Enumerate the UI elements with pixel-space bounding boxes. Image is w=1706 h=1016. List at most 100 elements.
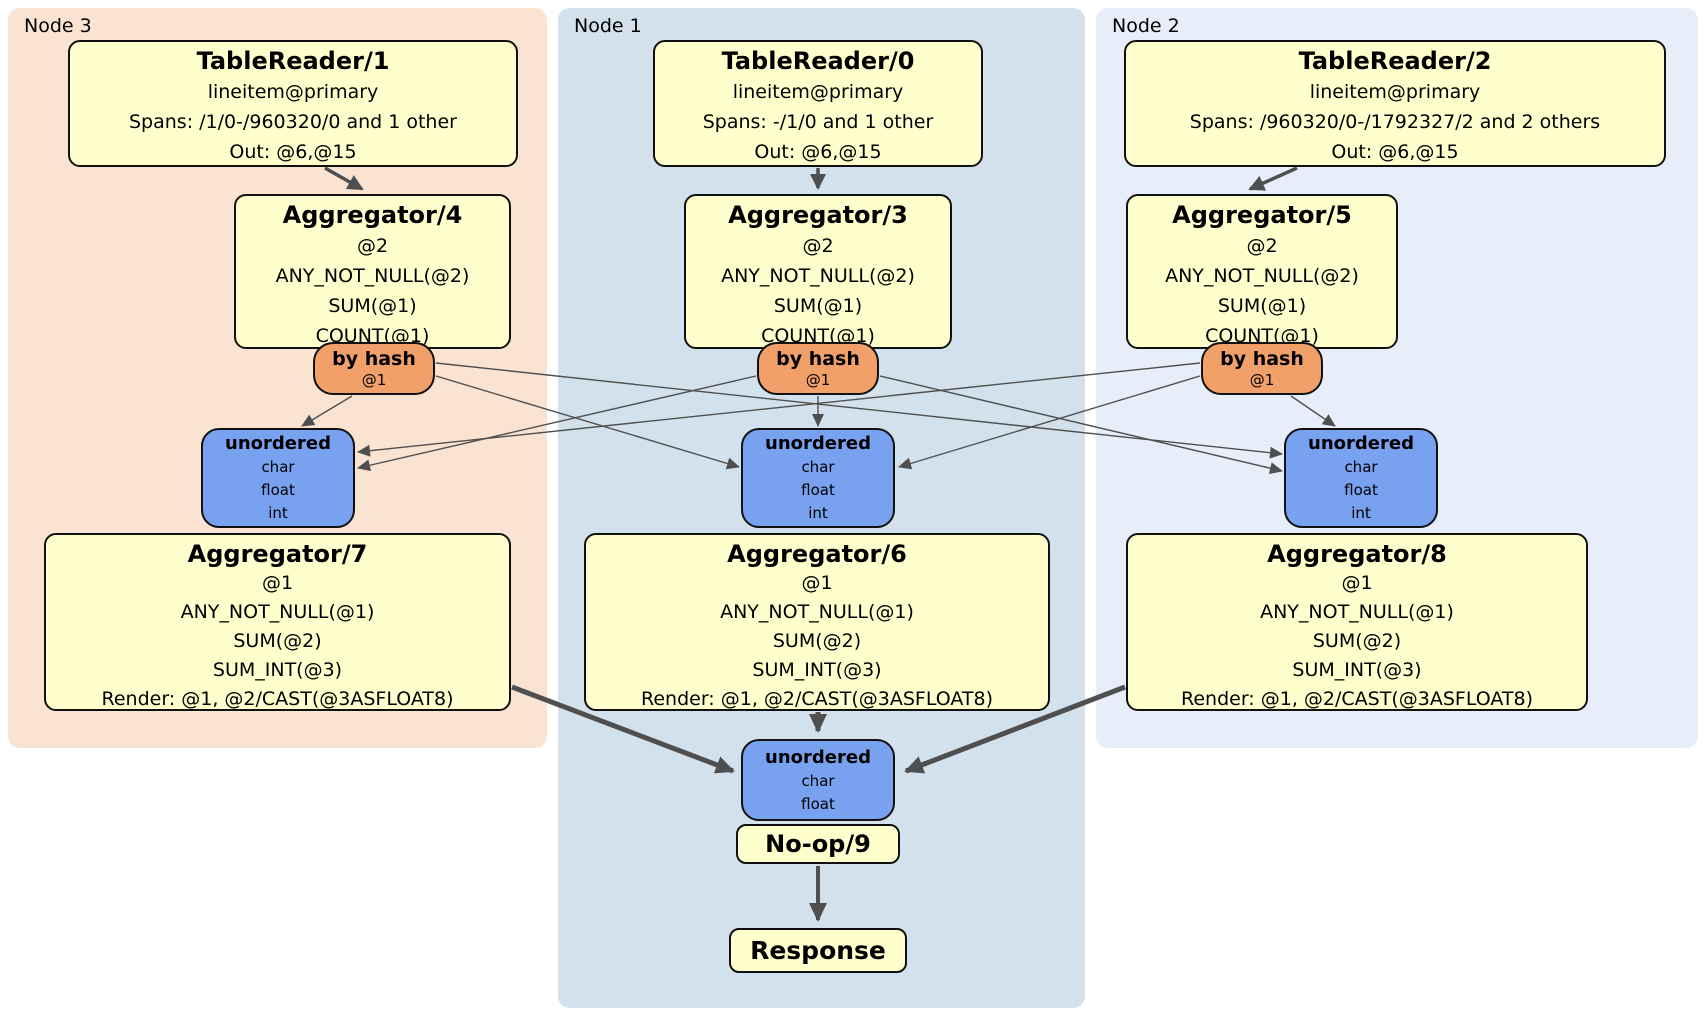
router-title: by hash (332, 348, 416, 370)
box-title: TableReader/1 (196, 47, 390, 75)
box-line: @1 (801, 572, 833, 594)
sync-title: unordered (225, 433, 331, 454)
box-title: Aggregator/7 (187, 540, 368, 568)
box-line: SUM(@2) (233, 630, 322, 652)
edge-hash3-un3 (301, 395, 353, 427)
box-title: Aggregator/3 (728, 201, 908, 229)
box-title: Aggregator/4 (282, 201, 463, 229)
box-line: SUM(@1) (773, 295, 863, 317)
router-by-hash-node2: by hash @1 (1201, 342, 1323, 395)
box-line: Spans: /1/0-/960320/0 and 1 other (129, 111, 457, 133)
box-title: TableReader/0 (721, 47, 915, 75)
sync-line: float (801, 481, 835, 499)
sync-line: char (801, 771, 835, 790)
box-line: lineitem@primary (1309, 81, 1481, 103)
sync-line: int (808, 504, 828, 522)
box-title: Response (750, 936, 886, 965)
edge-agg7-unfinal (511, 684, 735, 774)
box-title: TableReader/2 (1298, 47, 1492, 75)
sync-line: float (261, 481, 295, 499)
box-line: Render: @1, @2/CAST(@3ASFLOAT8) (641, 688, 993, 710)
group-label: Node 2 (1112, 15, 1180, 37)
sync-unordered-node2: unordered char float int (1284, 428, 1438, 528)
box-line: @1 (261, 572, 294, 594)
sync-line: float (801, 794, 835, 813)
box-title: No-op/9 (765, 830, 871, 858)
box-title: Aggregator/5 (1172, 201, 1352, 229)
sync-line: int (1351, 504, 1371, 522)
router-by-hash-node3: by hash @1 (313, 342, 435, 395)
node-tablereader-1: TableReader/1 lineitem@primary Spans: /1… (68, 40, 518, 167)
router-line: @1 (805, 371, 831, 389)
node-noop-9: No-op/9 (736, 824, 900, 864)
box-line: SUM_INT(@3) (212, 659, 343, 681)
router-line: @1 (1249, 371, 1275, 389)
box-line: @1 (1341, 572, 1373, 594)
sync-title: unordered (765, 746, 871, 768)
edge-hash2-un3 (357, 362, 1201, 457)
box-line: ANY_NOT_NULL(@1) (1260, 601, 1454, 623)
box-line: SUM(@1) (328, 295, 417, 317)
box-line: Out: @6,@15 (229, 141, 357, 163)
box-line: ANY_NOT_NULL(@2) (1165, 265, 1359, 287)
box-line: COUNT(@1) (761, 325, 875, 347)
edge-hash2-un2 (1290, 395, 1336, 427)
router-title: by hash (776, 348, 860, 370)
node-aggregator-4: Aggregator/4 @2 ANY_NOT_NULL(@2) SUM(@1)… (234, 194, 511, 349)
box-title: Aggregator/6 (727, 540, 907, 568)
box-line: Render: @1, @2/CAST(@3ASFLOAT8) (101, 688, 454, 710)
box-line: @2 (1246, 235, 1278, 257)
box-line: COUNT(@1) (315, 325, 430, 347)
box-line: ANY_NOT_NULL(@2) (721, 265, 915, 287)
sync-line: char (261, 458, 295, 476)
node-aggregator-7: Aggregator/7 @1 ANY_NOT_NULL(@1) SUM(@2)… (44, 533, 511, 711)
edge-tr2-agg5 (1248, 166, 1298, 191)
node-tablereader-2: TableReader/2 lineitem@primary Spans: /9… (1124, 40, 1666, 167)
group-label: Node 1 (574, 15, 642, 37)
edge-hash3-un1 (435, 375, 740, 470)
box-line: lineitem@primary (207, 81, 379, 103)
box-line: lineitem@primary (732, 81, 904, 103)
router-by-hash-node1: by hash @1 (757, 342, 879, 395)
sync-line: char (801, 458, 835, 476)
box-line: SUM(@2) (1312, 630, 1402, 652)
box-line: SUM_INT(@3) (752, 659, 882, 681)
sync-title: unordered (765, 433, 871, 454)
box-line: ANY_NOT_NULL(@1) (720, 601, 914, 623)
edge-agg8-unfinal (904, 684, 1126, 774)
edge-hash3-un2 (435, 362, 1283, 459)
box-line: @2 (802, 235, 834, 257)
sync-unordered-node3: unordered char float int (201, 428, 355, 528)
box-line: SUM(@1) (1217, 295, 1307, 317)
sync-title: unordered (1308, 433, 1414, 454)
sync-unordered-node1: unordered char float int (741, 428, 895, 528)
box-line: Render: @1, @2/CAST(@3ASFLOAT8) (1181, 688, 1533, 710)
box-line: ANY_NOT_NULL(@2) (275, 265, 470, 287)
node-aggregator-5: Aggregator/5 @2 ANY_NOT_NULL(@2) SUM(@1)… (1126, 194, 1398, 349)
box-line: Spans: -/1/0 and 1 other (702, 111, 934, 133)
edge-hash1-un3 (357, 375, 757, 472)
edge-hash2-un1 (898, 375, 1201, 470)
sync-line: char (1344, 458, 1378, 476)
node-aggregator-3: Aggregator/3 @2 ANY_NOT_NULL(@2) SUM(@1)… (684, 194, 952, 349)
sync-line: float (1344, 481, 1378, 499)
node-response: Response (729, 928, 907, 973)
box-line: Spans: /960320/0-/1792327/2 and 2 others (1189, 111, 1601, 133)
node-aggregator-6: Aggregator/6 @1 ANY_NOT_NULL(@1) SUM(@2)… (584, 533, 1050, 711)
box-line: @2 (356, 235, 389, 257)
box-title: Aggregator/8 (1267, 540, 1447, 568)
router-line: @1 (361, 371, 387, 389)
node-tablereader-0: TableReader/0 lineitem@primary Spans: -/… (653, 40, 983, 167)
box-line: SUM_INT(@3) (1292, 659, 1422, 681)
edge-hash1-un2 (879, 375, 1283, 475)
box-line: Out: @6,@15 (754, 141, 882, 163)
box-line: SUM(@2) (772, 630, 862, 652)
node-aggregator-8: Aggregator/8 @1 ANY_NOT_NULL(@1) SUM(@2)… (1126, 533, 1588, 711)
box-line: COUNT(@1) (1205, 325, 1319, 347)
router-title: by hash (1220, 348, 1304, 370)
sync-unordered-final: unordered char float (741, 739, 895, 821)
sync-line: int (268, 504, 288, 522)
edge-tr1-agg4 (324, 166, 364, 191)
